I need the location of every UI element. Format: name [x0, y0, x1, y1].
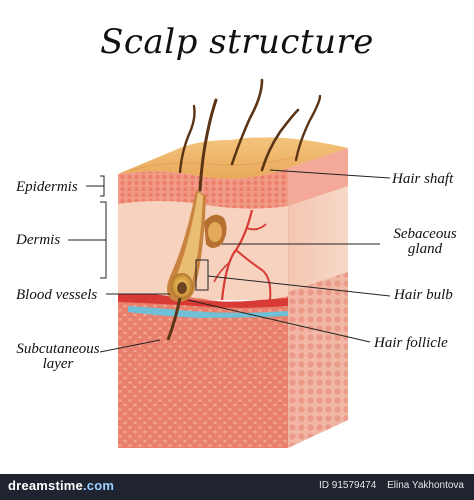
- label-hair-shaft: Hair shaft: [392, 171, 454, 187]
- label-epidermis: Epidermis: [16, 179, 78, 195]
- stock-brand-logo: dreamstime.com: [8, 478, 114, 493]
- stock-footer-bar: dreamstime.com ID 91579474 Elina Yakhont…: [0, 474, 474, 500]
- author-name: Elina Yakhontova: [387, 480, 464, 491]
- diagram-title: Scalp structure: [100, 22, 374, 62]
- block-front-face: [118, 168, 288, 448]
- sebaceous-gland: [204, 214, 227, 248]
- label-sebaceous-gland: Sebaceous gland: [384, 227, 466, 257]
- brand-main-text: dreamstime: [8, 478, 83, 493]
- label-sebaceous-line2: gland: [407, 241, 443, 257]
- label-subcutaneous-line1: Subcutaneous: [16, 341, 100, 357]
- label-subcutaneous-layer: Subcutaneous layer: [10, 342, 106, 372]
- label-hair-follicle: Hair follicle: [374, 335, 448, 351]
- label-dermis: Dermis: [16, 232, 61, 248]
- image-id-text: ID 91579474: [319, 480, 377, 491]
- left-brackets: [68, 175, 107, 279]
- scalp-illustration: [68, 78, 391, 448]
- stock-meta: ID 91579474 Elina Yakhontova: [311, 480, 464, 491]
- brand-suffix-text: .com: [82, 478, 115, 493]
- leader-lines: [99, 169, 391, 353]
- label-hair-bulb: Hair bulb: [394, 287, 453, 303]
- block-side-face: [287, 148, 348, 448]
- label-sebaceous-line1: Sebaceous: [393, 226, 457, 242]
- label-blood-vessels: Blood vessels: [16, 287, 98, 303]
- label-subcutaneous-line2: layer: [42, 356, 74, 372]
- hair-strands: [178, 78, 322, 192]
